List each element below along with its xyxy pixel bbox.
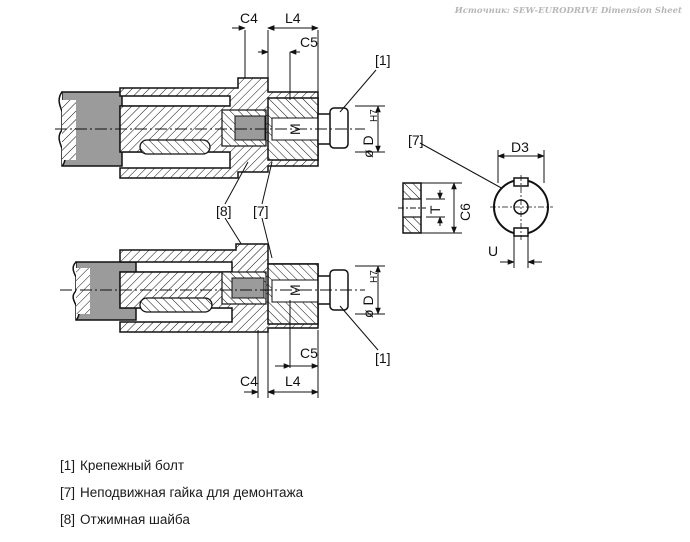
bottom-callout-bolt: [1] [375,350,391,366]
nut-front-dimensions [497,150,545,268]
top-c5-label: C5 [300,34,318,50]
legend-item-washer: [8]Отжимная шайба [60,512,190,527]
top-c4-label: C4 [240,10,258,26]
bottom-l4-label: L4 [285,373,301,389]
bottom-c4-label: C4 [240,373,258,389]
nut-c6-label: C6 [457,203,473,221]
bottom-m-label: M [287,284,303,296]
top-callout-bolt: [1] [375,52,391,68]
bottom-h7-label: H7 [369,270,380,283]
top-m-label: M [287,123,303,135]
nut-u-label: U [488,243,498,259]
callout-nut: [7] [253,203,269,219]
bottom-d-label: ø D [360,295,376,318]
nut-d3-label: D3 [511,139,529,155]
bottom-dimensions [244,265,385,398]
side-callout-nut: [7] [408,132,424,148]
source-watermark: Источник: SEW-EURODRIVE Dimension Sheet [454,6,682,16]
top-d-label: ø D [360,135,376,158]
bottom-c5-label: C5 [300,345,318,361]
nut-t-label: T [427,205,443,214]
top-l4-label: L4 [285,10,301,26]
legend: [1]Крепежный болт [7]Неподвижная гайка д… [60,452,303,533]
legend-item-bolt: [1]Крепежный болт [60,458,185,473]
callout-washer: [8] [216,203,232,219]
top-h7-label: H7 [369,109,380,122]
bottom-section-view: M [60,243,365,333]
legend-item-nut: [7]Неподвижная гайка для демонтажа [60,485,304,500]
top-section-view: M [55,77,365,179]
nut-side-dimensions [421,182,462,234]
top-dimensions [232,25,385,153]
nut-front-view [490,175,553,240]
nut-side-view [398,182,426,234]
